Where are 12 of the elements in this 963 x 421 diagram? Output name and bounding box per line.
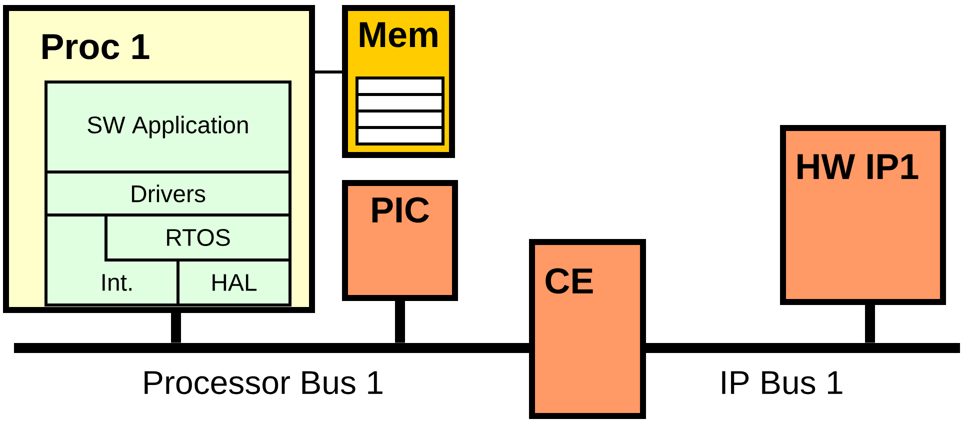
software-layer-box: HAL — [176, 258, 292, 306]
component-box: HW IP1 — [780, 125, 946, 305]
component-box: PIC — [342, 180, 458, 301]
connector-line — [315, 70, 342, 74]
software-layer-box: Drivers — [44, 170, 292, 216]
connector-line — [865, 305, 875, 343]
bus-line: Processor Bus 1 — [14, 343, 532, 394]
software-layer-box: RTOS — [104, 214, 292, 262]
connector-line — [171, 313, 181, 343]
bus-line: IP Bus 1 — [643, 343, 960, 394]
connector-line — [395, 301, 405, 343]
component-box: CE — [529, 239, 646, 419]
